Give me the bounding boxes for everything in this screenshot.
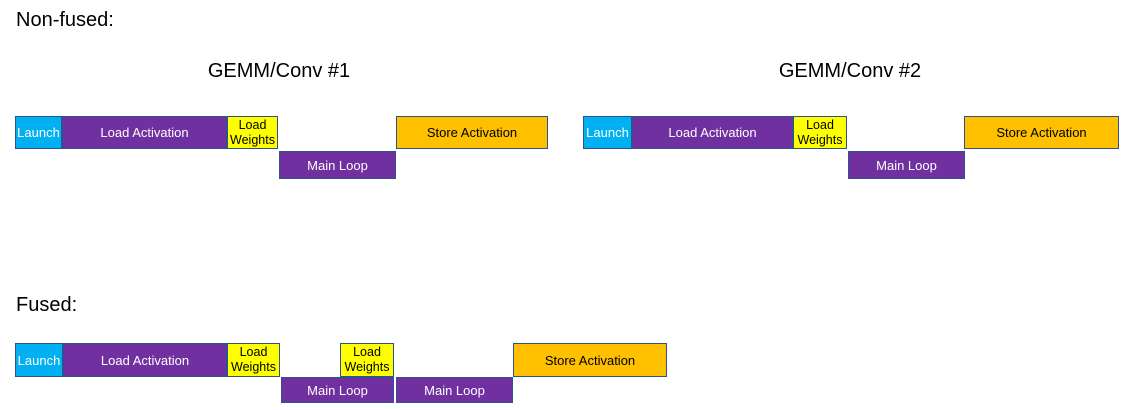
segment-main-loop: Main Loop xyxy=(281,377,394,403)
segment-load-weights: Load Weights xyxy=(227,116,278,149)
segment-main-loop: Main Loop xyxy=(848,151,965,179)
segment-store-activation: Store Activation xyxy=(964,116,1119,149)
segment-load-weights: Load Weights xyxy=(793,116,847,149)
segment-launch: Launch xyxy=(15,343,63,377)
segment-load-activation: Load Activation xyxy=(62,116,227,149)
group-heading: GEMM/Conv #2 xyxy=(778,60,922,82)
segment-launch: Launch xyxy=(583,116,632,149)
segment-store-activation: Store Activation xyxy=(513,343,667,377)
segment-main-loop: Main Loop xyxy=(396,377,513,403)
segment-store-activation: Store Activation xyxy=(396,116,548,149)
segment-load-activation: Load Activation xyxy=(632,116,793,149)
section-title-nonfused: Non-fused: xyxy=(16,9,114,31)
segment-launch: Launch xyxy=(15,116,62,149)
segment-main-loop: Main Loop xyxy=(279,151,396,179)
segment-load-activation: Load Activation xyxy=(63,343,227,377)
segment-load-weights: Load Weights xyxy=(340,343,394,377)
segment-load-weights: Load Weights xyxy=(227,343,280,377)
section-title-fused: Fused: xyxy=(16,294,78,316)
group-heading: GEMM/Conv #1 xyxy=(207,60,351,82)
